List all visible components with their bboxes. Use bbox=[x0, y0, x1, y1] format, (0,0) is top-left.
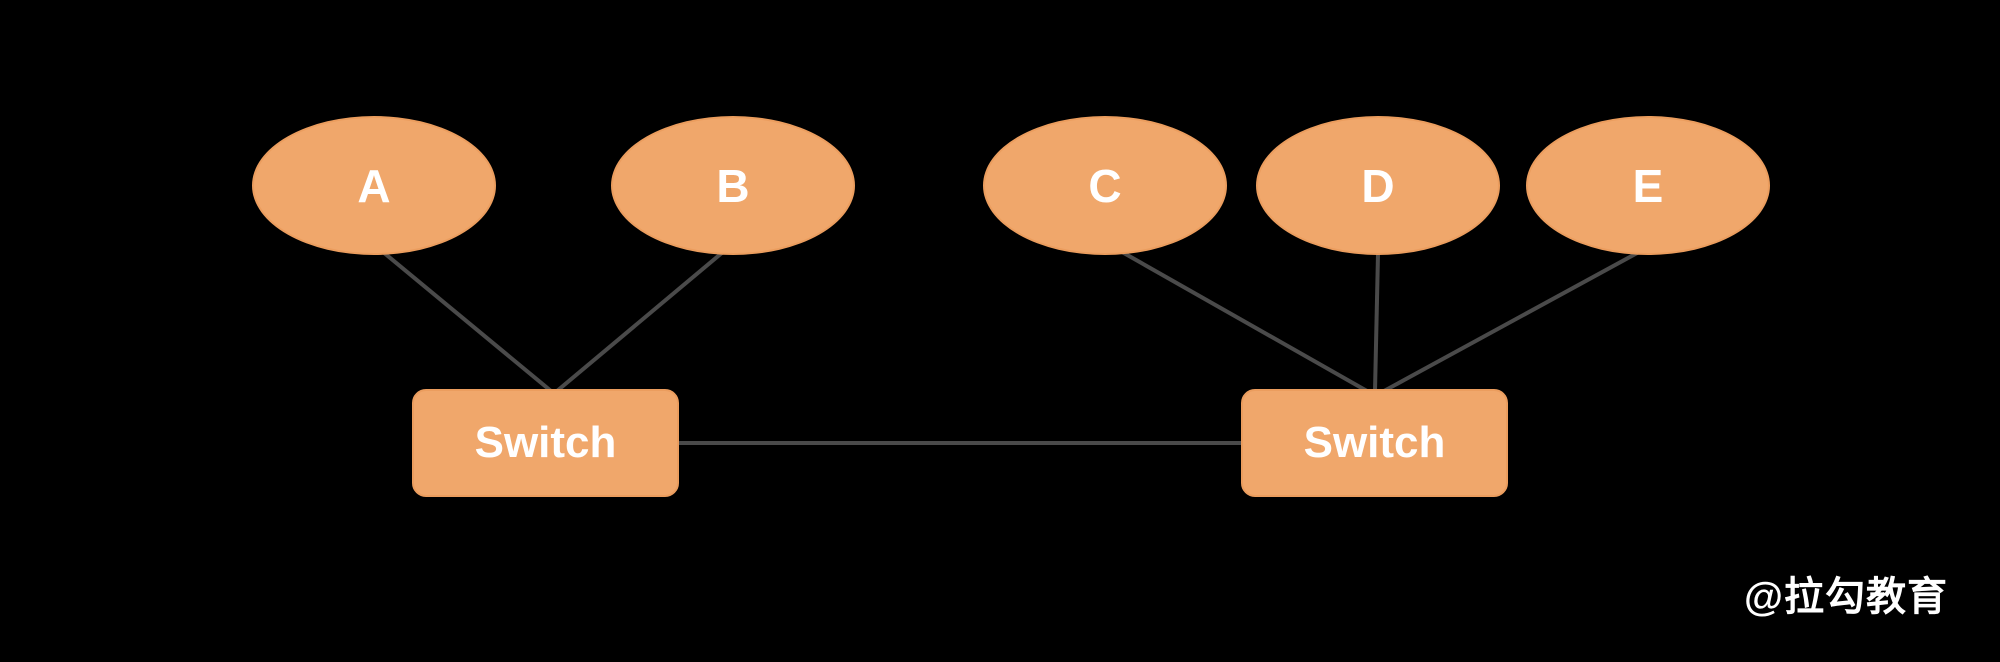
edge-b-switch-left bbox=[555, 250, 725, 393]
host-node-e: E bbox=[1526, 116, 1770, 255]
host-node-d: D bbox=[1256, 116, 1500, 255]
host-node-b: B bbox=[611, 116, 855, 255]
host-label-e: E bbox=[1632, 159, 1664, 212]
switch-label-left: Switch bbox=[474, 418, 617, 467]
switch-node-right: Switch bbox=[1241, 389, 1508, 497]
edge-a-switch-left bbox=[381, 250, 553, 393]
host-label-c: C bbox=[1088, 159, 1122, 212]
switch-node-left: Switch bbox=[412, 389, 679, 497]
switch-label-right: Switch bbox=[1303, 418, 1446, 467]
host-node-c: C bbox=[983, 116, 1227, 255]
host-node-a: A bbox=[252, 116, 496, 255]
edge-c-switch-right bbox=[1121, 250, 1368, 393]
host-label-b: B bbox=[716, 159, 750, 212]
host-label-d: D bbox=[1361, 159, 1395, 212]
watermark-text: @拉勾教育 bbox=[1743, 575, 1948, 619]
edge-d-switch-right bbox=[1373, 253, 1380, 392]
edge-e-switch-right bbox=[1383, 250, 1640, 393]
host-label-a: A bbox=[357, 159, 391, 212]
